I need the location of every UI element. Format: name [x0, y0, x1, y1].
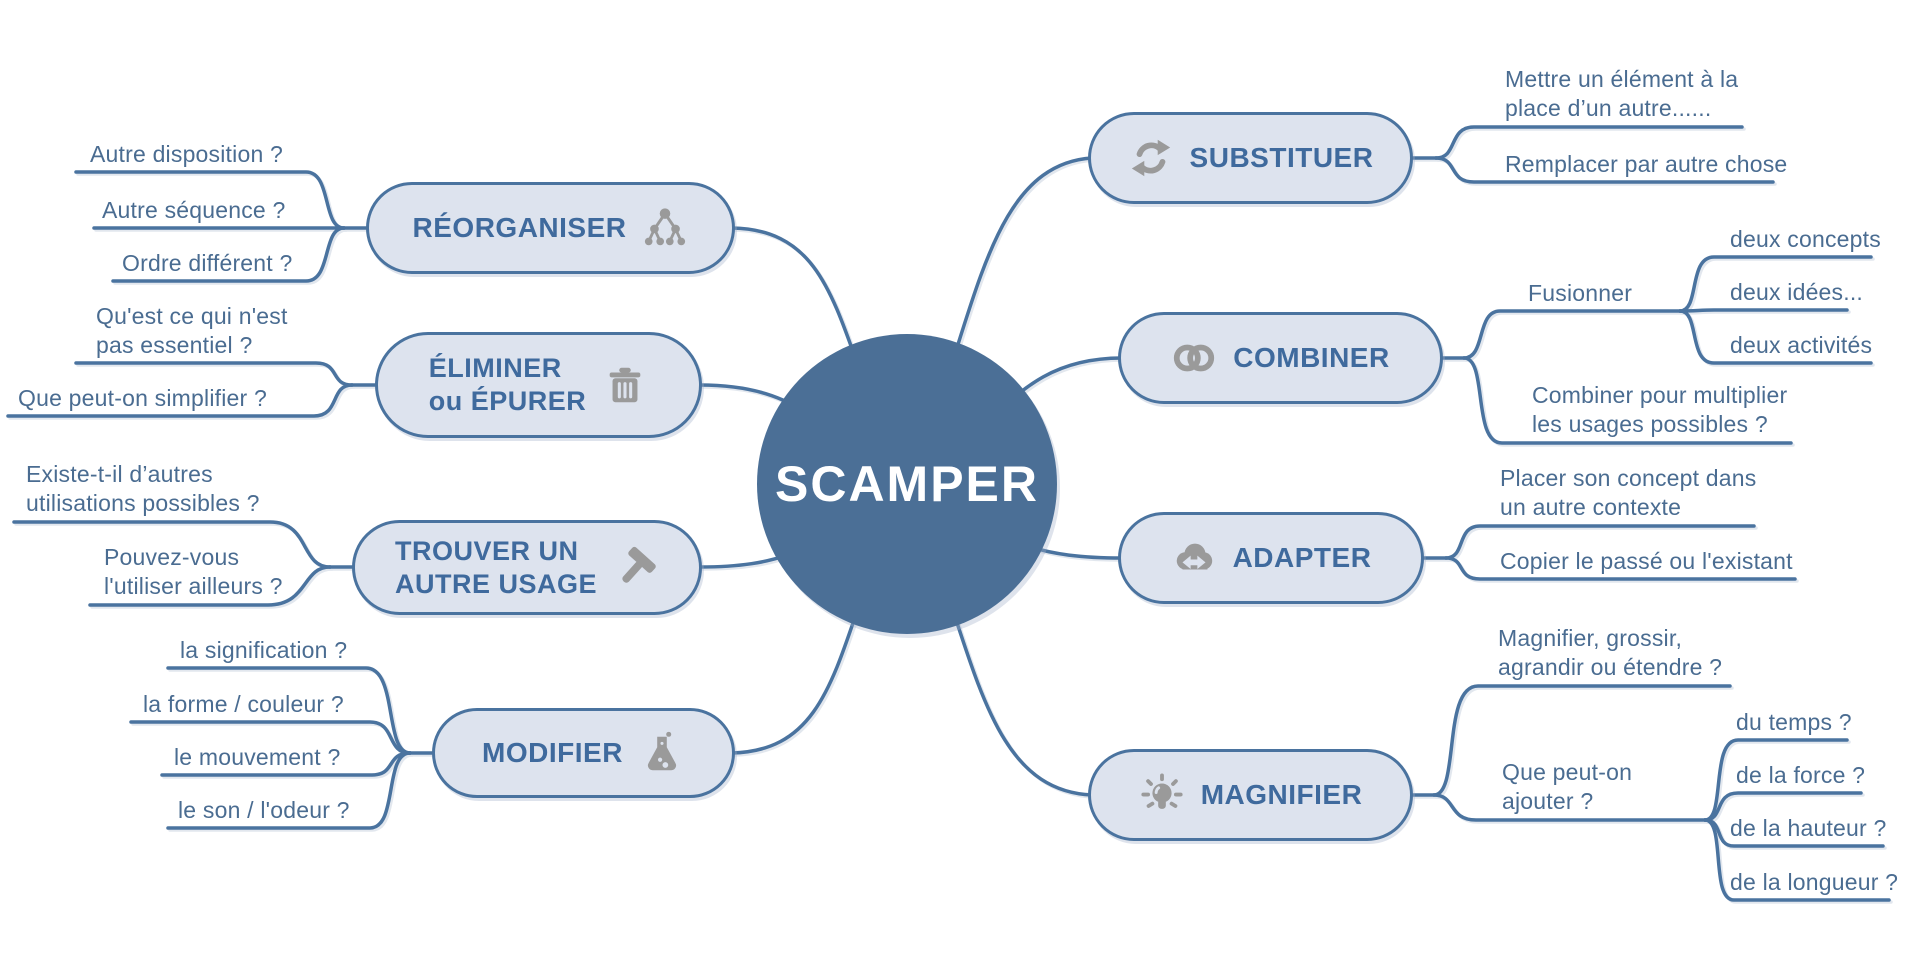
leaf-placer-concept: Placer son concept dans un autre context…	[1500, 465, 1757, 520]
leaf-forme-couleur: la forme / couleur ?	[143, 691, 344, 717]
node-substituer: SUBSTITUER	[1088, 112, 1413, 204]
node-substituer-label: SUBSTITUER	[1189, 141, 1374, 173]
leaf-combiner-multiplier: Combiner pour multiplier les usages poss…	[1532, 382, 1788, 437]
node-adapter-label: ADAPTER	[1232, 541, 1372, 573]
leaf-deux-idees: deux idées...	[1730, 279, 1864, 305]
cloud-arrows-icon	[1171, 535, 1217, 581]
leaf-copier-passe: Copier le passé ou l'existant	[1500, 548, 1793, 574]
tree-icon	[642, 205, 688, 251]
swap-arrows-icon	[1128, 135, 1174, 181]
node-reorganiser-label: RÉORGANISER	[412, 211, 627, 243]
leaf-signification: la signification ?	[180, 637, 348, 663]
trash-icon	[602, 362, 648, 408]
leaf-fusionner: Fusionner	[1528, 280, 1633, 306]
node-eliminer-label: ÉLIMINER ou ÉPURER	[428, 353, 587, 416]
leaf-remplacer: Remplacer par autre chose	[1505, 151, 1788, 177]
branch-fusionner-idees	[1678, 308, 1849, 313]
branch-combiner-fusionner	[1462, 309, 1682, 360]
node-trouver-label: TROUVER UN AUTRE USAGE	[394, 535, 597, 599]
leaf-du-temps: du temps ?	[1736, 709, 1852, 735]
node-modifier: MODIFIER	[432, 708, 735, 798]
hammer-icon	[613, 545, 659, 591]
leaf-autre-disposition: Autre disposition ?	[90, 141, 284, 167]
leaf-que-peut-on-ajouter: Que peut-on ajouter ?	[1502, 759, 1633, 814]
leaf-de-la-hauteur: de la hauteur ?	[1730, 815, 1887, 841]
leaf-deux-concepts: deux concepts	[1730, 226, 1881, 252]
flask-icon	[639, 730, 685, 776]
branch-eliminer-child1	[74, 361, 354, 387]
center-node: SCAMPER	[757, 334, 1057, 634]
leaf-autres-utilisations: Existe-t-il d’autres utilisations possib…	[26, 461, 260, 516]
leaf-son-odeur: le son / l'odeur ?	[178, 797, 350, 823]
leaf-simplifier: Que peut-on simplifier ?	[18, 385, 267, 411]
leaf-deux-activites: deux activités	[1730, 332, 1873, 358]
linked-rings-icon	[1171, 335, 1217, 381]
leaf-de-la-longueur: de la longueur ?	[1730, 869, 1899, 895]
node-eliminer: ÉLIMINER ou ÉPURER	[375, 332, 702, 438]
lightbulb-icon	[1139, 772, 1185, 818]
leaf-ordre-different: Ordre différent ?	[122, 250, 293, 276]
leaf-de-la-force: de la force ?	[1736, 762, 1866, 788]
leaf-mouvement: le mouvement ?	[174, 744, 341, 770]
node-adapter: ADAPTER	[1118, 512, 1424, 604]
leaf-autre-sequence: Autre séquence ?	[102, 197, 286, 223]
node-trouver: TROUVER UN AUTRE USAGE	[352, 520, 702, 615]
node-magnifier-label: MAGNIFIER	[1200, 778, 1363, 810]
node-combiner: COMBINER	[1118, 312, 1443, 404]
node-combiner-label: COMBINER	[1233, 341, 1390, 373]
leaf-pas-essentiel: Qu'est ce qui n'est pas essentiel ?	[96, 303, 288, 358]
leaf-mettre-element: Mettre un élément à la place d’un autre.…	[1505, 66, 1739, 121]
node-reorganiser: RÉORGANISER	[366, 182, 735, 274]
node-magnifier: MAGNIFIER	[1088, 749, 1413, 841]
center-title: SCAMPER	[774, 456, 1040, 512]
node-modifier-label: MODIFIER	[482, 736, 623, 768]
leaf-utiliser-ailleurs: Pouvez-vous l'utiliser ailleurs ?	[104, 544, 283, 599]
leaf-magnifier-grossir: Magnifier, grossir, agrandir ou étendre …	[1498, 625, 1723, 680]
